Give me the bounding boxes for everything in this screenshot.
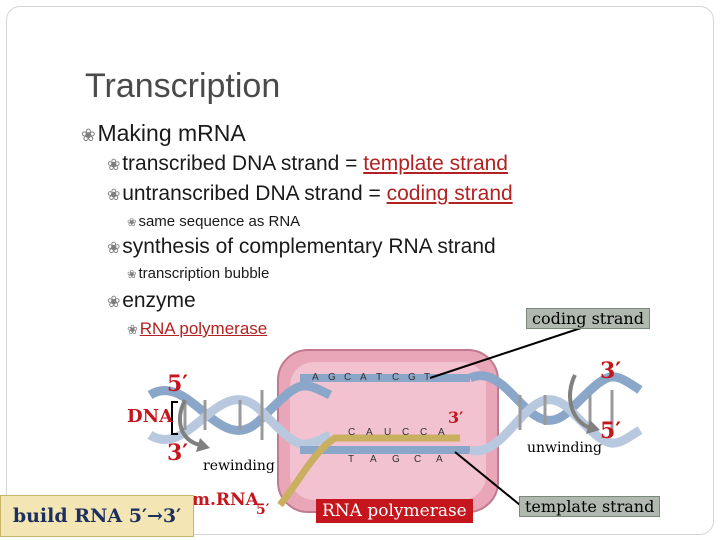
five-prime-rna-label: 5′: [256, 502, 270, 518]
base-label: C: [414, 454, 421, 465]
base-label: C: [402, 427, 409, 438]
three-prime-left-label: 3′: [167, 440, 189, 466]
bullet-icon: ❀: [81, 125, 96, 145]
polymerase-inner-shape: [290, 362, 486, 500]
five-prime-right-label: 5′: [600, 418, 622, 444]
template-bases: T A G C A: [348, 454, 443, 465]
slide-title: Transcription: [85, 67, 281, 105]
five-prime-left-label: 5′: [167, 371, 189, 397]
bullet-icon: ❀: [107, 240, 121, 257]
base-label: A: [370, 454, 377, 465]
base-label: A: [438, 427, 445, 438]
rewinding-arrowhead-icon: [196, 438, 210, 452]
top-bases: A G C A T C G T: [312, 372, 430, 383]
dna-base-pairs-right: [518, 390, 614, 430]
base-label: A: [312, 372, 319, 383]
mrna-label: m.RNA: [192, 490, 259, 510]
coding-strand-label: coding strand: [526, 308, 650, 329]
dna-helix-left-strand-b: [147, 395, 333, 449]
rewinding-arrow-icon: [178, 399, 201, 447]
bullet-icon: ❀: [107, 187, 121, 204]
build-rna-label: build RNA 5′→3′: [0, 495, 194, 537]
transcription-diagram: A G C A T C G T C A U C C A T A G C A: [147, 324, 643, 513]
base-label: U: [384, 427, 391, 438]
bullet-icon: ❀: [127, 217, 137, 229]
mrna-strand: [277, 434, 460, 508]
dna-base-pairs-left: [183, 390, 264, 440]
bullet-making-mrna: ❀Making mRNA: [81, 120, 246, 146]
dna-label: DNA: [127, 406, 174, 427]
base-label: G: [328, 372, 336, 383]
template-strand-callout-line: [454, 451, 521, 506]
dna-helix-right-strand-a: [468, 371, 643, 425]
coding-strand-term: coding strand: [386, 182, 513, 205]
base-label: T: [348, 454, 354, 465]
coding-strand-callout-line: [429, 324, 591, 379]
dna-helix-left-strand-a: [147, 381, 333, 435]
base-label: C: [392, 372, 399, 383]
bullet-untranscribed: ❀untranscribed DNA strand = coding stran…: [107, 182, 513, 205]
unwinding-arrowhead-icon: [586, 420, 600, 434]
unwinding-label: unwinding: [527, 440, 602, 456]
base-label: A: [436, 454, 443, 465]
base-label: A: [360, 372, 367, 383]
bullet-icon: ❀: [107, 157, 121, 174]
base-label: T: [376, 372, 382, 383]
three-prime-right-label: 3′: [600, 358, 622, 384]
template-strand-label: template strand: [519, 496, 661, 517]
rna-polymerase-label: RNA polymerase: [316, 499, 473, 523]
unwinding-arrow-icon: [568, 374, 591, 430]
dna-bracket: [171, 401, 178, 435]
bullet-icon: ❀: [127, 322, 138, 337]
bullet-icon: ❀: [107, 294, 121, 311]
bullet-icon: ❀: [127, 269, 137, 281]
bullet-enzyme: ❀enzyme: [107, 289, 196, 312]
dna-helix-right-strand-b: [468, 395, 643, 456]
bullet-transcribed: ❀transcribed DNA strand = template stran…: [107, 152, 508, 175]
rewinding-label: rewinding: [203, 458, 275, 474]
base-label: G: [392, 454, 400, 465]
base-label: G: [408, 372, 416, 383]
base-label: A: [366, 427, 373, 438]
bullet-transcription-bubble: ❀transcription bubble: [127, 265, 270, 282]
base-label: C: [420, 427, 427, 438]
three-prime-rna-label: 3′: [448, 408, 464, 427]
base-label: C: [344, 372, 351, 383]
bullet-same-sequence: ❀same sequence as RNA: [127, 213, 301, 230]
bullet-rna-polymerase: ❀RNA polymerase: [127, 319, 268, 338]
rna-bases: C A U C C A: [348, 427, 445, 438]
base-label: C: [348, 427, 355, 438]
bullet-synthesis: ❀synthesis of complementary RNA strand: [107, 235, 496, 258]
template-strand-term: template strand: [363, 152, 508, 175]
base-label: T: [424, 372, 430, 383]
